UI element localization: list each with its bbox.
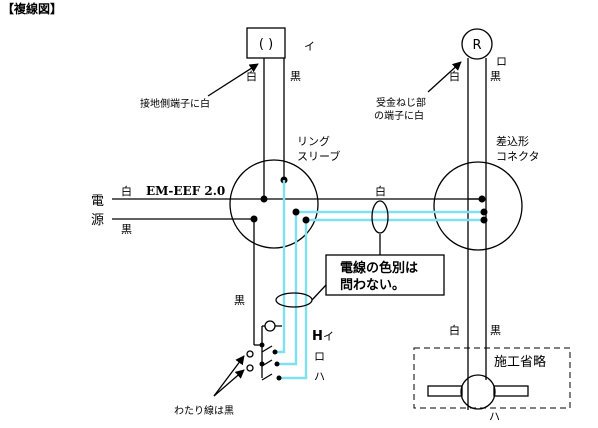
wire-color-note-line1: 電線の色別は (340, 260, 418, 276)
lamp-i: ( ) イ 白 黒 (246, 27, 315, 83)
switch-ro-blade (261, 359, 273, 367)
switch-group (246, 320, 282, 381)
socket-note-line1: 受金ねじ部 (376, 96, 426, 109)
lamp-i-symbol: ( ) (259, 37, 273, 52)
junction-box-left (229, 159, 319, 249)
note-leader-switch (311, 284, 327, 301)
fan-hub (460, 374, 496, 410)
ground-note-arrow (207, 63, 259, 97)
jumper-arrow-1 (213, 355, 245, 397)
lamp-i-black-label: 黒 (290, 70, 301, 83)
socket-note-line2: の端子に白 (374, 109, 424, 122)
pilot-lamp (264, 320, 276, 332)
jumper-mark-2 (246, 364, 254, 372)
switch-ha-blade (261, 373, 273, 381)
sleeve-dot-white (260, 195, 268, 203)
wire-color-note-line2: 問わない。 (340, 278, 405, 293)
socket-note-arrow (427, 61, 462, 93)
power-black-label: 黒 (121, 223, 132, 236)
wire-blue-switch-ro-1 (278, 212, 298, 366)
jumper-mark-1 (246, 350, 254, 358)
connector-dot-ro (480, 208, 488, 216)
switch-ro-contact (274, 361, 280, 367)
switch-bus-dot-1 (259, 342, 265, 348)
push-connector-label-2: コネクタ (496, 150, 540, 163)
cable-spec: EM-EEF 2.0 (146, 184, 225, 198)
lamp-i-tag: イ (304, 40, 315, 53)
lower-white-label: 白 (449, 323, 460, 337)
lamp-r: R ロ 白 黒 (449, 28, 507, 83)
push-connector-label-1: 差込形 (496, 134, 529, 148)
diagram-title: 【複線図】 (2, 1, 62, 16)
lamp-r-tag: ロ (496, 55, 507, 68)
switch-i-blade (261, 345, 273, 353)
lamp-r-black-label: 黒 (490, 70, 501, 83)
junction-box-right (433, 161, 523, 251)
ground-side-note: 接地側端子に白 (140, 97, 210, 110)
switch-black-label: 黒 (234, 294, 245, 307)
power-label-2: 源 (91, 213, 104, 228)
switch-tag-ha: ハ (314, 370, 325, 383)
wire-blue-switch-i (276, 180, 286, 354)
sleeve-dot-black (250, 215, 258, 223)
mid-white-label: 白 (375, 184, 386, 198)
fan-tag: ハ (489, 410, 500, 423)
lamp-r-circle (461, 28, 493, 60)
lower-black-label: 黒 (490, 324, 501, 337)
ring-sleeve-label-1: リング (297, 134, 330, 148)
fan-blade-right (493, 385, 529, 397)
ring-sleeve-label-2: スリーブ (297, 149, 340, 163)
connector-dot-ha (480, 216, 488, 224)
sleeve-dot-ha (302, 216, 310, 224)
wire-blue-switch-ha (280, 220, 308, 380)
power-label-1: 電 (91, 194, 104, 209)
wire-color-note-box (325, 254, 445, 296)
jumper-arrow-2 (213, 369, 245, 397)
jumper-note: わたり線は黒 (174, 404, 234, 417)
switch-ha-contact (276, 375, 282, 381)
sleeve-dot-ro (292, 208, 300, 216)
fan-blade-left (427, 385, 463, 397)
switch-tag-h: H (312, 329, 323, 344)
switch-tag-ro: ロ (314, 350, 325, 363)
switch-i-contact (272, 349, 278, 355)
lamp-r-symbol: R (472, 38, 481, 53)
omitted-area-box (413, 347, 571, 409)
omitted-label: 施工省略 (494, 354, 546, 370)
power-white-label: 白 (121, 184, 132, 198)
lamp-r-white-label: 白 (449, 69, 460, 83)
lamp-i-box (246, 27, 286, 59)
switch-tag-i: イ (323, 330, 334, 343)
lamp-i-white-label: 白 (246, 69, 257, 83)
cable-bundle-mid (371, 200, 389, 234)
